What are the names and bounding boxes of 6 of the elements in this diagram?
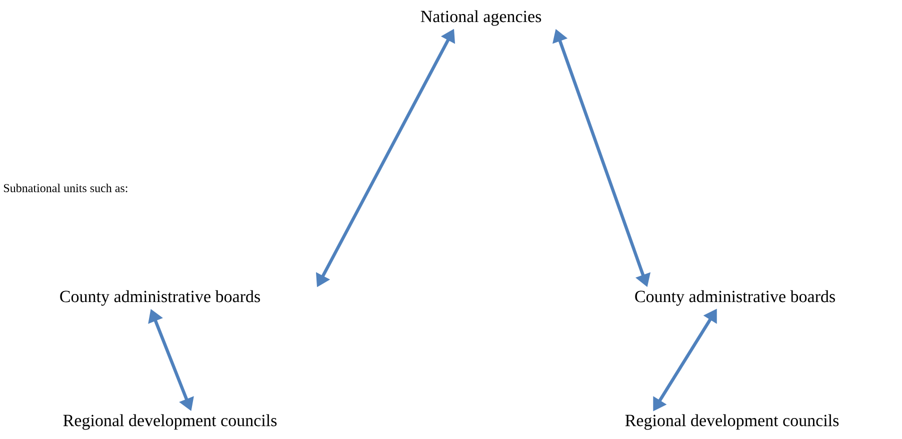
node-text: Regional development councils (63, 414, 277, 430)
node-text: Regional development councils (625, 414, 839, 430)
node-text: National agencies (420, 10, 542, 26)
note-text: Subnational units such as: (4, 184, 128, 192)
node-text: County administrative boards (60, 290, 260, 306)
node-text: County administrative boards (635, 290, 835, 306)
